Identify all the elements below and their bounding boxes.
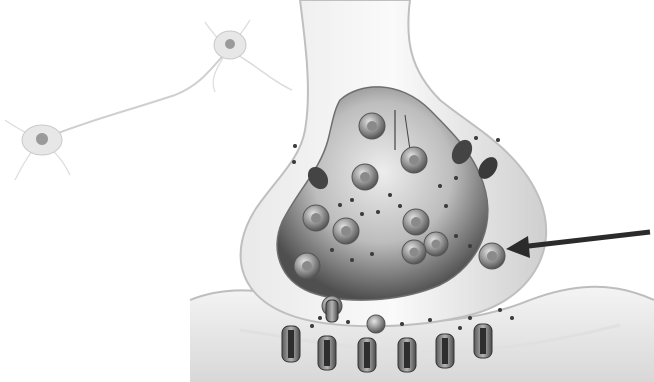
receptor-channel [282,326,300,362]
synaptic-vesicle [424,232,448,256]
neuron-network [5,20,292,180]
receptor-channel [398,338,416,372]
presynaptic-terminal [241,0,547,326]
synaptic-vesicle [402,240,426,264]
receptor-channel [318,336,336,370]
synaptic-vesicle [403,209,429,235]
receptor-channel [474,324,492,358]
synaptic-vesicle [479,243,505,269]
synaptic-vesicle [367,315,385,333]
neuron-cell-body-top [214,31,246,59]
synaptic-vesicle [359,113,385,139]
synaptic-vesicle [333,218,359,244]
receptor-channel [358,338,376,372]
receptor-channel [436,334,454,368]
synaptic-vesicle [401,147,427,173]
neuron-cell-body-left [22,125,62,155]
receptor-channel [326,300,338,322]
synaptic-vesicle [352,164,378,190]
synaptic-vesicle [303,205,329,231]
synaptic-vesicle [294,253,320,279]
